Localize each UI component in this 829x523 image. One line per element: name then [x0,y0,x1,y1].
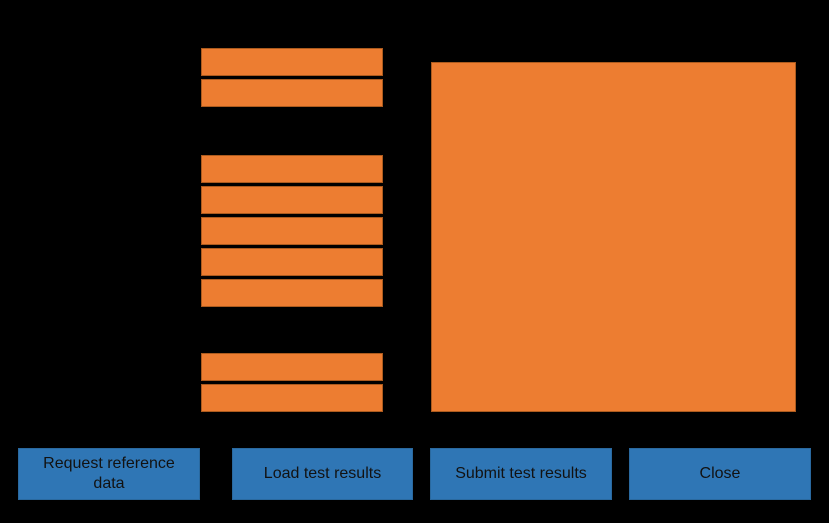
input-field[interactable] [201,279,383,307]
submit-test-results-button[interactable]: Submit test results [430,448,612,500]
input-field[interactable] [201,79,383,107]
results-textarea[interactable] [431,62,796,412]
input-field[interactable] [201,248,383,276]
request-reference-data-button[interactable]: Request reference data [18,448,200,500]
input-field[interactable] [201,186,383,214]
input-field[interactable] [201,384,383,412]
field-group-bottom [201,353,383,412]
close-button[interactable]: Close [629,448,811,500]
load-test-results-button[interactable]: Load test results [232,448,413,500]
field-group-top [201,48,383,107]
input-field[interactable] [201,353,383,381]
input-field[interactable] [201,48,383,76]
input-field[interactable] [201,155,383,183]
input-field[interactable] [201,217,383,245]
field-group-middle [201,155,383,307]
